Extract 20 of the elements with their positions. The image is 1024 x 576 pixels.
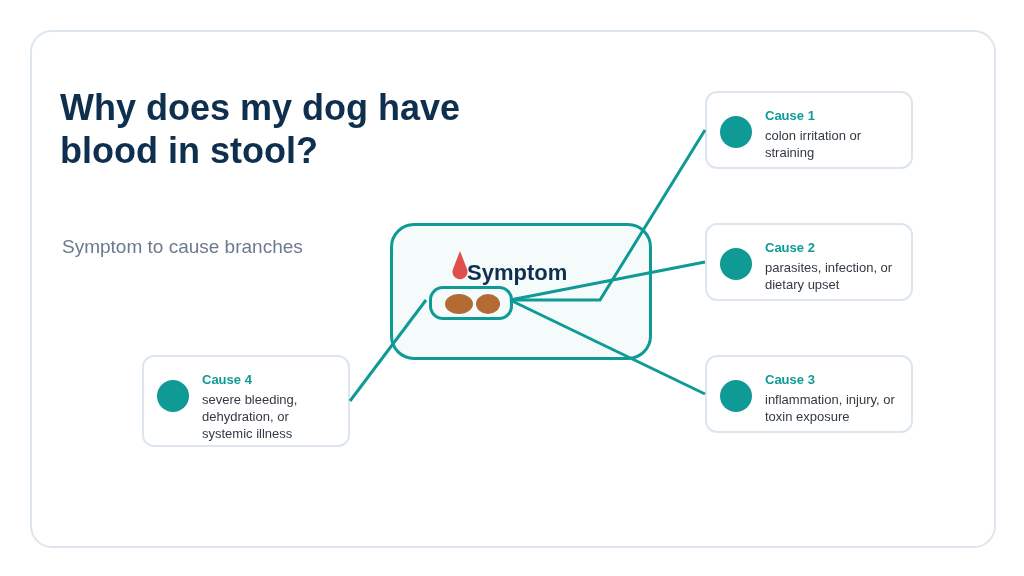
stool-box <box>429 286 513 320</box>
cause-heading: Cause 1 <box>765 108 815 123</box>
connector-line <box>348 299 428 402</box>
cause-card <box>705 223 913 301</box>
cause-heading: Cause 4 <box>202 372 252 387</box>
subtitle: Symptom to cause branches <box>62 236 303 258</box>
title: Why does my dog have blood in stool? <box>60 86 462 173</box>
node-title: Symptom <box>467 260 568 286</box>
cause-heading: Cause 2 <box>765 240 815 255</box>
cause-card <box>705 91 913 169</box>
cause-description: parasites, infection, or dietary upset <box>765 260 894 294</box>
cause-description: colon irritation or straining <box>765 128 863 162</box>
symptom-box <box>390 223 652 360</box>
cause-description: severe bleeding, dehydration, or systemic illness <box>202 392 299 443</box>
cause-card <box>705 355 913 433</box>
cause-card <box>142 355 350 447</box>
connector-line <box>509 260 706 302</box>
connector-line <box>509 298 706 396</box>
cause-heading: Cause 3 <box>765 372 815 387</box>
cause-description: inflammation, injury, or toxin exposure <box>765 392 896 426</box>
